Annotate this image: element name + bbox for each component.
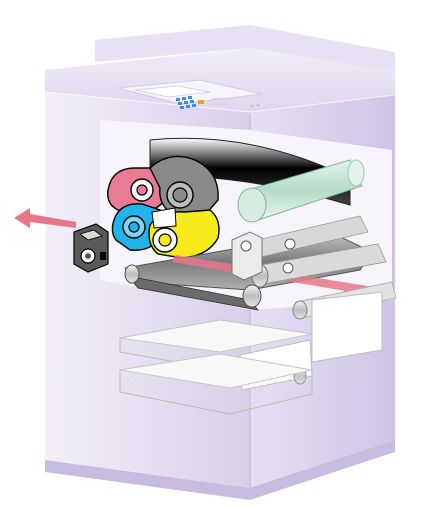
belt-roller-left xyxy=(125,265,139,283)
start-key xyxy=(198,100,204,104)
belt-roller-bottom xyxy=(243,285,261,307)
roller-frame-arm xyxy=(232,232,262,280)
fuser-unit xyxy=(74,224,108,272)
manual-feed-tray xyxy=(312,292,382,362)
